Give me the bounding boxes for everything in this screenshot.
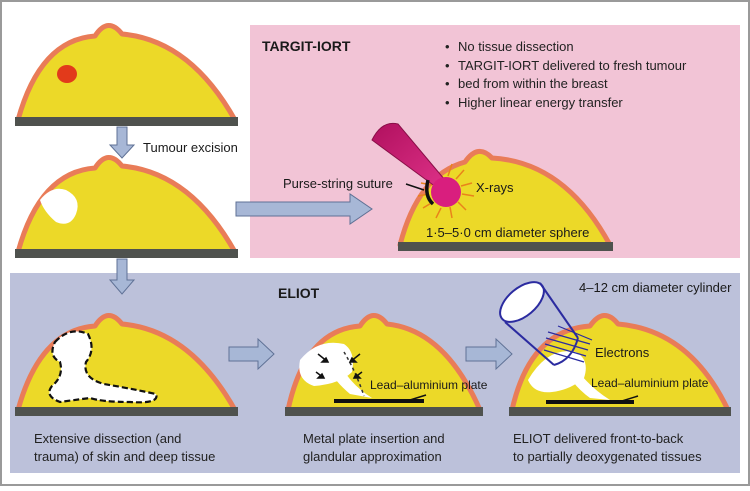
plate-label-right: Lead–aluminium plate [591, 376, 709, 390]
caption-line: to partially deoxygenated tissues [513, 449, 702, 464]
targit-bullet-continuation: bed from within the breast [445, 75, 686, 94]
electron-cylinder [499, 281, 579, 366]
eliot-breast-dissected [15, 313, 238, 416]
plate-label-middle: Lead–aluminium plate [370, 378, 488, 392]
targit-title: TARGIT-IORT [262, 38, 351, 54]
dissection-area [48, 330, 158, 404]
caption-line: Metal plate insertion and [303, 431, 445, 446]
breast-after-excision [15, 155, 238, 258]
arrow-right-eliot-2 [465, 337, 513, 371]
caption-line: glandular approximation [303, 449, 442, 464]
caption-line: trauma) of skin and deep tissue [34, 449, 216, 464]
arrow-down-1 [108, 126, 136, 159]
tumour-cavity [40, 188, 78, 224]
arrow-down-2 [108, 258, 136, 295]
suture-pointer [405, 183, 425, 191]
breast-with-tumour [15, 23, 238, 126]
purse-string-suture [425, 179, 435, 206]
targit-bullets: No tissue dissection TARGIT-IORT deliver… [445, 38, 686, 112]
xray-label: X-rays [476, 180, 514, 195]
caption-line: ELIOT delivered front-to-back [513, 431, 684, 446]
eliot-breast-treated [509, 313, 731, 416]
targit-bullet-text: bed from within the breast [458, 76, 608, 91]
arrow-right-eliot-1 [228, 337, 275, 371]
arrow-right-targit [235, 193, 373, 225]
targit-bullet: No tissue dissection [445, 38, 686, 57]
applicator-sphere [431, 177, 461, 207]
tumour-excision-label: Tumour excision [143, 140, 238, 155]
sphere-diameter-label: 1·5–5·0 cm diameter sphere [426, 225, 590, 240]
tumour [57, 65, 77, 83]
targit-bullet: TARGIT-IORT delivered to fresh tumour [445, 57, 686, 76]
approximation-arrows [315, 353, 363, 379]
electron-beam-lines [543, 325, 593, 363]
eliot-breast-plate [285, 313, 483, 416]
purse-string-suture-label: Purse-string suture [283, 176, 393, 191]
caption-plate-insertion: Metal plate insertion and glandular appr… [303, 430, 445, 466]
caption-eliot-delivery: ELIOT delivered front-to-back to partial… [513, 430, 702, 466]
caption-dissection: Extensive dissection (and trauma) of ski… [34, 430, 215, 466]
cylinder-diameter-label: 4–12 cm diameter cylinder [579, 280, 732, 295]
electrons-label: Electrons [595, 345, 650, 360]
eliot-title: ELIOT [278, 285, 320, 301]
caption-line: Extensive dissection (and [34, 431, 182, 446]
targit-bullet: Higher linear energy transfer [445, 94, 686, 113]
